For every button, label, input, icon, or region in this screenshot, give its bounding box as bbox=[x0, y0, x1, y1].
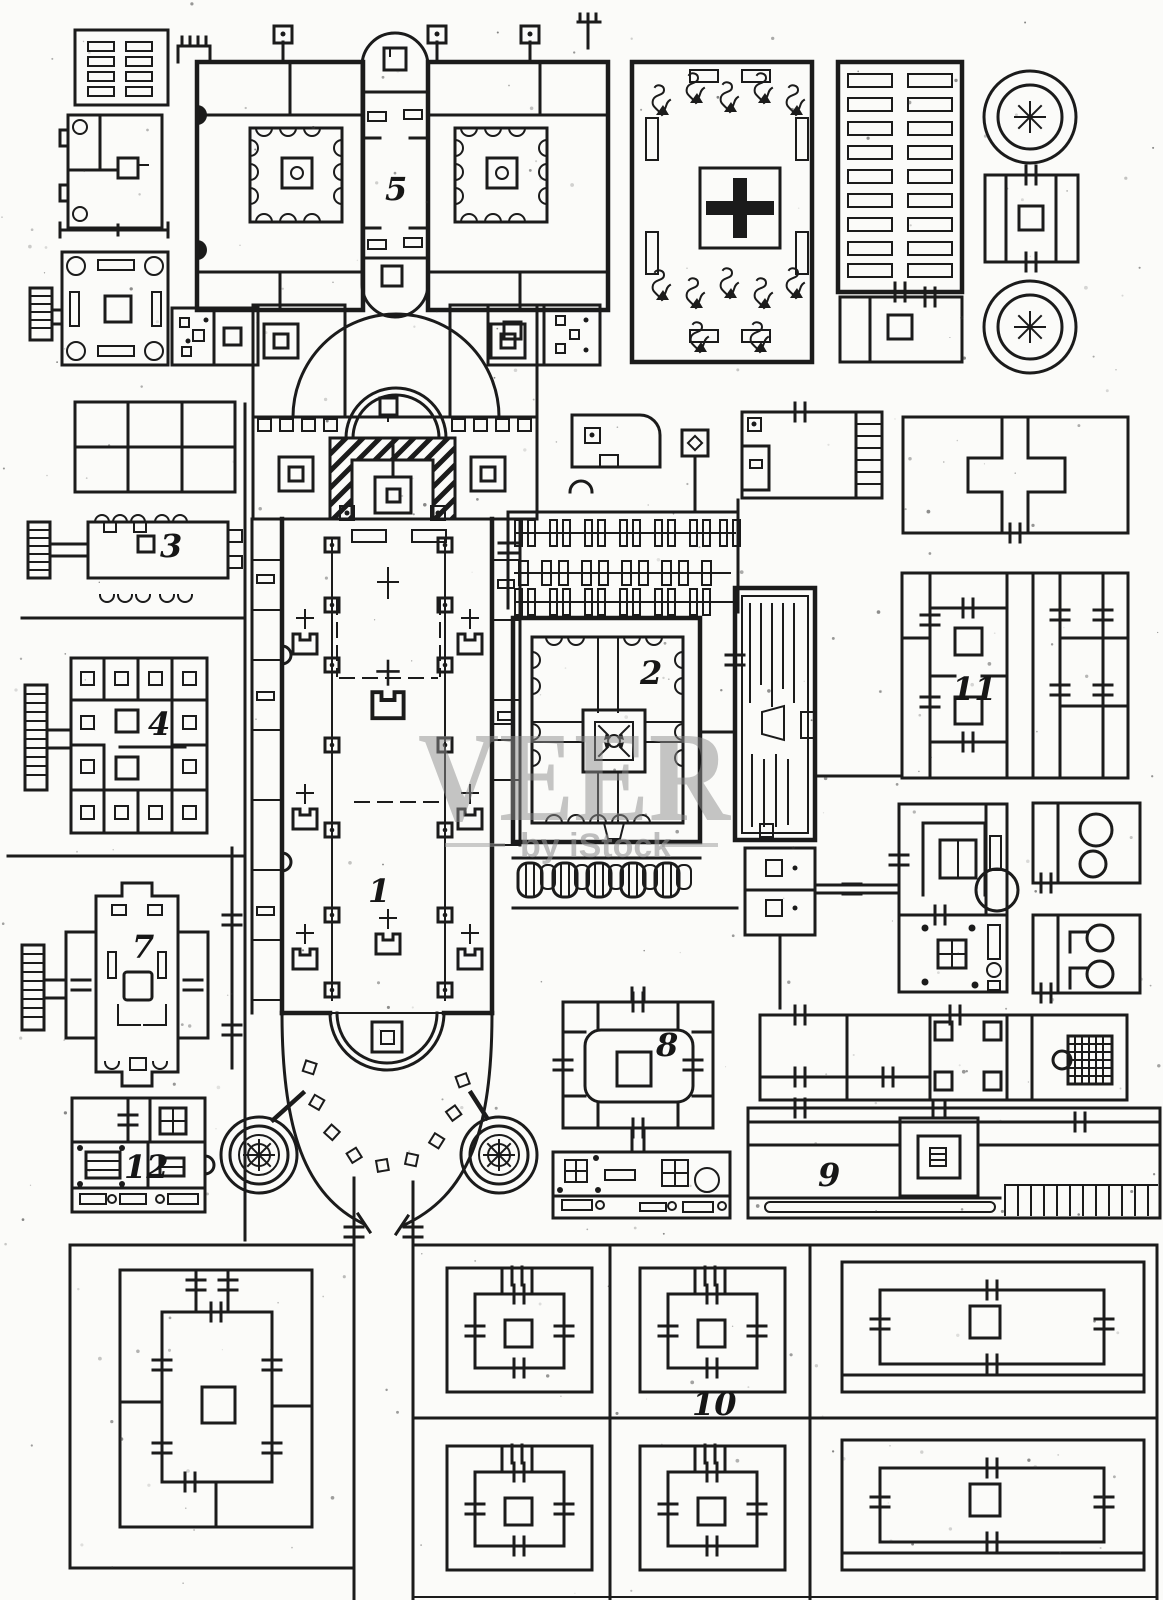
plan-label-8: 8 bbox=[655, 1026, 678, 1064]
cemetery-orchard bbox=[629, 59, 815, 365]
east-apse bbox=[279, 1010, 495, 1237]
nave: 1 bbox=[250, 516, 522, 1016]
keepers-house bbox=[983, 164, 1080, 273]
west-towers bbox=[219, 1089, 539, 1195]
building-12-workshop: 12 bbox=[70, 1096, 216, 1214]
building-3-stable: 3 bbox=[26, 514, 243, 603]
plan-label-10: 10 bbox=[692, 1385, 737, 1423]
round-house-north bbox=[982, 69, 1078, 165]
plan-label-5: 5 bbox=[385, 170, 407, 208]
store-rooms bbox=[743, 846, 817, 1010]
plan-label-3: 3 bbox=[160, 527, 182, 565]
building-7-abbots-house: 7 bbox=[20, 881, 210, 1088]
watermark-brand: VEER bbox=[418, 706, 731, 848]
mill-house bbox=[1031, 801, 1142, 894]
gallery-corridor bbox=[360, 31, 430, 319]
annex-rooms-below-complex bbox=[170, 303, 602, 367]
plan-label-9: 9 bbox=[818, 1156, 840, 1194]
building-8-guesthouse: 8 bbox=[552, 986, 715, 1154]
plan-label-4: 4 bbox=[148, 705, 170, 743]
service-courts-grid: 10 bbox=[411, 1243, 1159, 1600]
watermark-subtitle: by iStock bbox=[520, 827, 671, 865]
refectory-column-rows bbox=[497, 498, 741, 616]
bakery-brewhouse bbox=[813, 802, 1020, 994]
abbey-church: 1 bbox=[219, 303, 539, 1237]
round-house-south bbox=[982, 279, 1078, 375]
workshops-band bbox=[758, 1004, 1129, 1102]
building-4-novitiate: 4 bbox=[23, 656, 209, 835]
service-building-below-8 bbox=[551, 1150, 732, 1220]
plan-label-11: 11 bbox=[952, 670, 997, 708]
building-house-topleft bbox=[58, 113, 164, 230]
watermark: VEER by iStock bbox=[418, 706, 731, 865]
precinct-walls bbox=[6, 402, 904, 1600]
courtyard-building-southwest bbox=[118, 1268, 314, 1529]
cellar-barrels bbox=[511, 856, 739, 910]
hall-with-central-room bbox=[901, 415, 1130, 544]
garden-beds bbox=[835, 59, 965, 364]
hedged-garden bbox=[724, 585, 818, 843]
roof-posts bbox=[176, 12, 602, 64]
plan-label-2: 2 bbox=[639, 654, 662, 692]
east-rooms bbox=[568, 401, 884, 514]
crossing-hatched bbox=[251, 415, 539, 521]
plan-label-1: 1 bbox=[368, 872, 390, 910]
building-hall-topleft bbox=[28, 250, 170, 367]
plan-label-7: 7 bbox=[132, 928, 154, 966]
granary-grid-building bbox=[73, 400, 237, 494]
monks-complex bbox=[170, 12, 611, 367]
building-11-infirmary: 11 bbox=[900, 571, 1130, 780]
north-transept bbox=[251, 303, 539, 432]
press-house bbox=[1031, 913, 1142, 1004]
lattice-room bbox=[1051, 1034, 1114, 1086]
cloister: 2 bbox=[491, 615, 703, 845]
measuring-rod bbox=[58, 221, 170, 239]
building-dormitory-topleft bbox=[73, 28, 170, 107]
plan-label-12: 12 bbox=[124, 1148, 169, 1186]
building-9-barn: 9 bbox=[746, 1097, 1162, 1220]
